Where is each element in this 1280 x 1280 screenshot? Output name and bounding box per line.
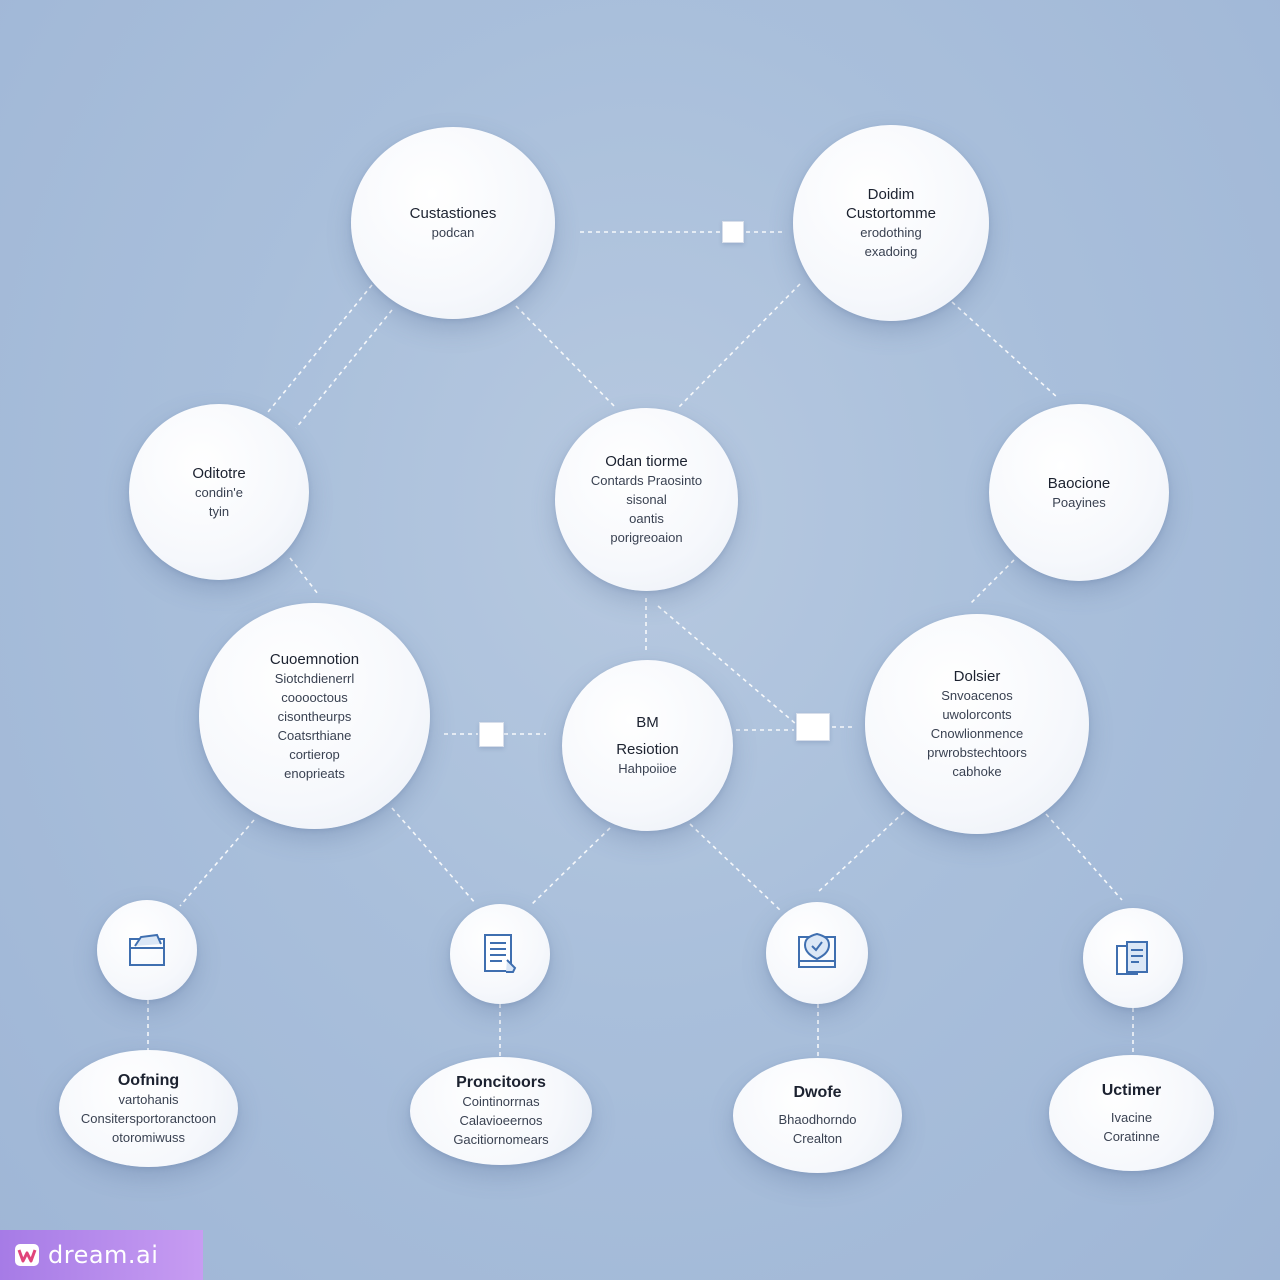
connector-box — [479, 722, 504, 747]
edge — [689, 823, 781, 911]
node-line: Calavioeernos — [459, 1113, 543, 1128]
node-line: sisonal — [626, 492, 667, 507]
node-low-left[interactable]: Cuoemnotion Siotchdienerrl cooooctous ci… — [199, 603, 430, 829]
node-title: Dwofe — [793, 1084, 842, 1101]
node-line: exadoing — [864, 244, 918, 259]
edge — [179, 819, 255, 907]
node-title: Odan tiorme — [605, 453, 688, 470]
edge — [515, 305, 617, 409]
node-line: condin'e — [194, 484, 244, 500]
edge — [267, 284, 373, 413]
watermark-bar: dream.ai — [0, 1230, 203, 1280]
document-icon — [484, 934, 517, 973]
node-low-right[interactable]: Dolsier Snvoacenos uwolorconts Cnowlionm… — [865, 614, 1089, 834]
icon-node-1[interactable] — [97, 900, 197, 1000]
edge — [817, 811, 905, 893]
diagram-edges — [147, 231, 1134, 1058]
node-line: Poayines — [1052, 494, 1106, 510]
node-line: cisontheurps — [277, 708, 352, 724]
brand-logo-icon — [15, 1244, 39, 1266]
folder-icon — [129, 933, 165, 966]
node-title: Custastiones — [409, 205, 497, 222]
node-line: Siotchdienerrl — [274, 670, 355, 686]
node-top-left[interactable]: Custastiones podcan — [351, 127, 555, 319]
node-line: cooooctous — [281, 689, 348, 705]
node-bottom-3[interactable]: Dwofe Bhaodhorndo Crealton — [733, 1058, 902, 1173]
node-title: Baocione — [1047, 474, 1111, 492]
node-title: Resiotion — [616, 741, 679, 758]
node-line: Ivacine — [1110, 1109, 1153, 1125]
edge — [289, 557, 319, 595]
node-title: Uctimer — [1101, 1081, 1162, 1099]
node-line: Cnowlionmence — [930, 726, 1024, 741]
node-title: Oofning — [117, 1071, 180, 1089]
node-bottom-2[interactable]: Proncitoors Cointinorrnas Calavioeernos … — [410, 1057, 592, 1165]
node-line: Bhaodhorndo — [778, 1112, 857, 1127]
node-line: Contards Praosinto — [590, 473, 703, 488]
node-line: Cointinorrnas — [462, 1094, 540, 1109]
node-title: Dolsier — [953, 668, 1001, 685]
edge — [529, 827, 611, 907]
node-line: otoromiwuss — [112, 1129, 185, 1145]
node-line: Consitersportoranctoon — [80, 1110, 217, 1126]
icon-node-3[interactable] — [766, 902, 868, 1004]
edge — [1045, 813, 1123, 901]
node-line: porigreoaion — [610, 530, 683, 545]
node-line: Crealton — [792, 1131, 843, 1146]
connector-box — [796, 713, 830, 741]
node-line: podcan — [431, 225, 475, 240]
edge — [295, 309, 393, 429]
node-title: Custortomme — [845, 205, 937, 222]
node-mid-center[interactable]: Odan tiorme Contards Praosinto sisonal o… — [555, 408, 738, 591]
edge — [657, 605, 797, 725]
edge — [391, 807, 477, 905]
edge — [951, 301, 1059, 399]
files-icon — [1116, 941, 1148, 975]
node-title: Oditotre — [192, 464, 246, 482]
node-line: erodothing — [860, 225, 922, 240]
node-title: Doidim — [867, 186, 915, 203]
watermark-text: dream.ai — [48, 1241, 159, 1269]
node-bottom-1[interactable]: Oofning vartohanis Consitersportoranctoo… — [59, 1050, 238, 1167]
node-line: tyin — [208, 503, 230, 519]
node-line: Hahpoiioe — [618, 761, 677, 776]
node-mid-right[interactable]: Baocione Poayines — [989, 404, 1169, 581]
edge — [677, 283, 801, 409]
icon-node-2[interactable] — [450, 904, 550, 1004]
edge — [969, 559, 1015, 605]
node-title: BM — [636, 714, 659, 731]
node-top-right[interactable]: Doidim Custortomme erodothing exadoing — [793, 125, 989, 321]
node-title: Cuoemnotion — [269, 650, 360, 668]
node-bottom-4[interactable]: Uctimer Ivacine Coratinne — [1049, 1055, 1214, 1171]
node-line: vartohanis — [118, 1091, 179, 1107]
node-mid-left[interactable]: Oditotre condin'e tyin — [129, 404, 309, 580]
icon-node-4[interactable] — [1083, 908, 1183, 1008]
node-low-center[interactable]: BM Resiotion Hahpoiioe — [562, 660, 733, 831]
node-line: Coatsrthiane — [277, 727, 352, 743]
node-line: prwrobstechtoors — [927, 745, 1027, 760]
node-line: cabhoke — [952, 764, 1002, 779]
node-line: cortierop — [289, 746, 340, 762]
node-line: enoprieats — [284, 765, 345, 781]
connector-box — [722, 221, 744, 243]
shield-monitor-icon — [798, 932, 836, 968]
node-line: oantis — [629, 511, 664, 526]
node-line: Gacitiornomears — [453, 1132, 549, 1147]
node-title: Proncitoors — [456, 1074, 546, 1091]
node-line: uwolorconts — [942, 707, 1012, 722]
node-line: Coratinne — [1103, 1128, 1160, 1144]
node-line: Snvoacenos — [941, 688, 1013, 703]
